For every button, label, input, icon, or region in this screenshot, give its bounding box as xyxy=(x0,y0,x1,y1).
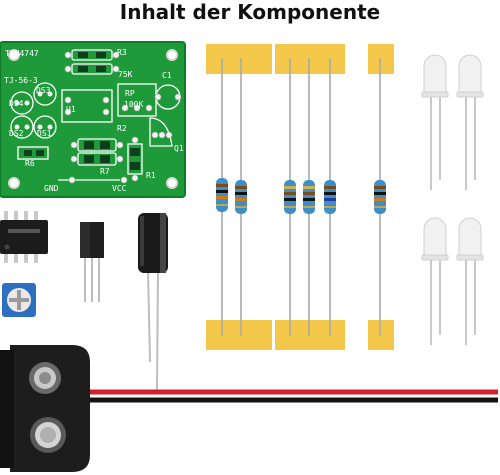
page-title: Inhalt der Komponente xyxy=(119,0,381,24)
pcb-board: TAN4747 R3 75K C1 TJ-56-3 DS3 DS4 DS2 DS… xyxy=(0,41,186,198)
pcb-c1-label: C1 xyxy=(162,71,172,80)
resistor xyxy=(303,180,315,214)
trimmer-potentiometer xyxy=(2,283,36,317)
pcb-model-label: TAN4747 xyxy=(5,49,39,58)
pcb-r6-label: R6 xyxy=(25,159,35,168)
pcb-ds1-label: DS1 xyxy=(37,129,52,138)
pcb-vcc-label: VCC xyxy=(112,184,127,193)
led xyxy=(421,217,449,345)
mounting-hole xyxy=(166,49,178,61)
pcb-code-label: TJ-56-3 xyxy=(4,76,38,85)
pcb-r3-value: 75K xyxy=(118,70,133,79)
tape-strip xyxy=(368,44,394,74)
pcb-r2-label: R2 xyxy=(117,124,127,133)
led xyxy=(421,54,449,190)
to-92-transistor xyxy=(80,222,104,302)
tape-strip xyxy=(206,44,272,74)
pcb-ds3-label: DS3 xyxy=(36,86,51,95)
led-group xyxy=(421,54,484,345)
resistor-group xyxy=(206,44,394,350)
pcb-r7-label: R7 xyxy=(100,167,110,176)
resistor xyxy=(284,180,296,214)
tape-strip xyxy=(275,320,345,350)
tape-strip xyxy=(206,320,272,350)
pcb-ds4-label: DS4 xyxy=(9,99,24,108)
dip-8-ic xyxy=(0,211,48,263)
resistor xyxy=(216,178,228,212)
9v-battery-snap xyxy=(0,345,498,472)
tape-strip xyxy=(368,320,394,350)
mounting-hole xyxy=(166,177,178,189)
pcb-q1-label: Q1 xyxy=(174,144,184,153)
electrolytic-capacitor xyxy=(138,213,168,391)
pcb-r3-label: R3 xyxy=(117,48,127,57)
tape-strip xyxy=(275,44,345,74)
led xyxy=(456,217,484,345)
mounting-hole xyxy=(8,177,20,189)
pcb-r1-label: R1 xyxy=(146,171,156,180)
resistor xyxy=(235,180,247,214)
pcb-u1-label: U1 xyxy=(66,105,76,114)
resistor xyxy=(324,180,336,214)
led xyxy=(456,54,484,190)
pcb-rp-value: 100K xyxy=(124,100,143,109)
resistor xyxy=(374,180,386,214)
pcb-ds2-label: DS2 xyxy=(9,129,24,138)
pcb-rp-label: RP xyxy=(125,89,135,98)
pcb-gnd-label: GND xyxy=(44,184,59,193)
mounting-hole xyxy=(8,49,20,61)
